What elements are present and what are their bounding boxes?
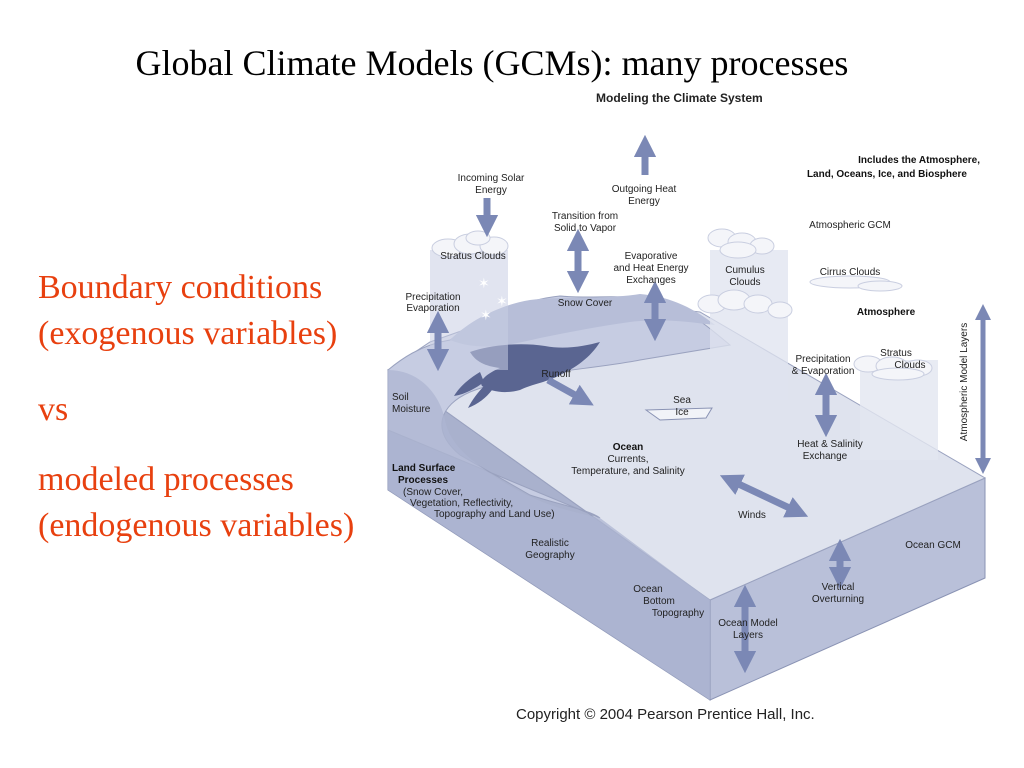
label-vertical-overturning-2: Overturning	[812, 594, 864, 605]
slide-title: Global Climate Models (GCMs): many proce…	[135, 43, 849, 83]
label-runoff: Runoff	[541, 369, 571, 380]
label-vertical-overturning-1: Vertical	[822, 582, 855, 593]
label-land-surface-1: Land Surface	[392, 463, 456, 474]
label-stratus-right-1: Stratus	[880, 348, 912, 359]
bullet-endogenous: (endogenous variables)	[38, 507, 355, 544]
svg-text:✶: ✶	[478, 276, 490, 292]
label-transition-1: Transition from	[552, 211, 618, 222]
snow-icon: ✶ ✶ ✶	[478, 276, 508, 324]
label-cirrus: Cirrus Clouds	[820, 267, 881, 278]
sea-ice	[644, 407, 713, 421]
label-ocean-line-1: Currents,	[607, 454, 648, 465]
label-precip-right-2: & Evaporation	[792, 366, 855, 377]
arrow-winds	[719, 474, 809, 518]
bullet-boundary-conditions: Boundary conditions	[38, 269, 323, 306]
label-transition-2: Solid to Vapor	[554, 223, 617, 234]
label-sea-ice-2: Ice	[675, 407, 689, 418]
label-atm-model-layers: Atmospheric Model Layers	[959, 323, 970, 441]
label-winds: Winds	[738, 510, 766, 521]
figure-title: Modeling the Climate System	[596, 91, 763, 105]
label-ocean-bottom-1: Ocean	[633, 584, 662, 595]
label-heat-salinity-2: Exchange	[803, 451, 848, 462]
label-ocean-line-2: Temperature, and Salinity	[571, 466, 684, 477]
label-outgoing-heat-1: Outgoing Heat	[612, 184, 677, 195]
label-precip-right-1: Precipitation	[795, 354, 850, 365]
includes-line-1: Includes the Atmosphere,	[858, 155, 980, 166]
label-evaporative-3: Exchanges	[626, 275, 675, 286]
label-soil-moisture-2: Moisture	[392, 404, 431, 415]
label-heat-salinity-1: Heat & Salinity	[797, 439, 863, 450]
label-atmospheric-gcm: Atmospheric GCM	[809, 220, 891, 231]
arrow-runoff	[546, 376, 594, 406]
label-land-surface-line-2: Vegetation, Reflectivity,	[410, 498, 513, 509]
label-stratus-left: Stratus Clouds	[440, 251, 506, 262]
svg-text:✶: ✶	[496, 294, 508, 310]
cloud-stratus-left	[431, 230, 509, 258]
label-sea-ice-1: Sea	[673, 395, 691, 406]
label-incoming-solar-2: Energy	[475, 185, 507, 196]
label-evaporative-1: Evaporative	[625, 251, 678, 262]
label-ocean-gcm: Ocean GCM	[905, 540, 961, 551]
label-land-surface-2: Processes	[398, 475, 448, 486]
bullet-exogenous: (exogenous variables)	[38, 315, 338, 352]
label-ocean-model-layers-1: Ocean Model	[718, 618, 777, 629]
label-ocean-bottom-3: Topography	[652, 608, 704, 619]
label-precip-left-2: Evaporation	[406, 303, 459, 314]
label-stratus-right-2: Clouds	[894, 360, 925, 371]
river-branch	[454, 372, 492, 408]
cloud-stratus-right	[853, 355, 933, 381]
includes-line-2: Land, Oceans, Ice, and Biosphere	[807, 169, 967, 180]
label-incoming-solar-1: Incoming Solar	[458, 173, 525, 184]
label-snow-cover: Snow Cover	[558, 298, 613, 309]
bullet-modeled-processes: modeled processes	[38, 461, 294, 498]
label-realistic-geo-2: Geography	[525, 550, 574, 561]
label-outgoing-heat-2: Energy	[628, 196, 660, 207]
label-evaporative-2: and Heat Energy	[613, 263, 688, 274]
label-cumulus-2: Clouds	[729, 277, 760, 288]
label-ocean-title: Ocean	[613, 442, 644, 453]
soil-cross-section	[388, 370, 710, 700]
cloud-cumulus-bottom	[697, 289, 793, 319]
label-precip-left-1: Precipitation	[405, 292, 460, 303]
cloud-cirrus	[809, 275, 903, 292]
label-cumulus-1: Cumulus	[725, 265, 764, 276]
label-land-surface-line-1: (Snow Cover,	[403, 487, 463, 498]
label-ocean-bottom-2: Bottom	[643, 596, 675, 607]
copyright-notice: Copyright © 2004 Pearson Prentice Hall, …	[516, 706, 815, 723]
label-ocean-model-layers-2: Layers	[733, 630, 763, 641]
label-land-surface-line-3: Topography and Land Use)	[434, 509, 555, 520]
cloud-cumulus-top	[707, 228, 775, 259]
label-atmosphere: Atmosphere	[857, 307, 916, 318]
bullet-vs: vs	[38, 391, 69, 428]
svg-text:✶: ✶	[480, 308, 492, 324]
atm-column-middle	[710, 250, 788, 400]
label-realistic-geo-1: Realistic	[531, 538, 569, 549]
label-soil-moisture-1: Soil	[392, 392, 409, 403]
